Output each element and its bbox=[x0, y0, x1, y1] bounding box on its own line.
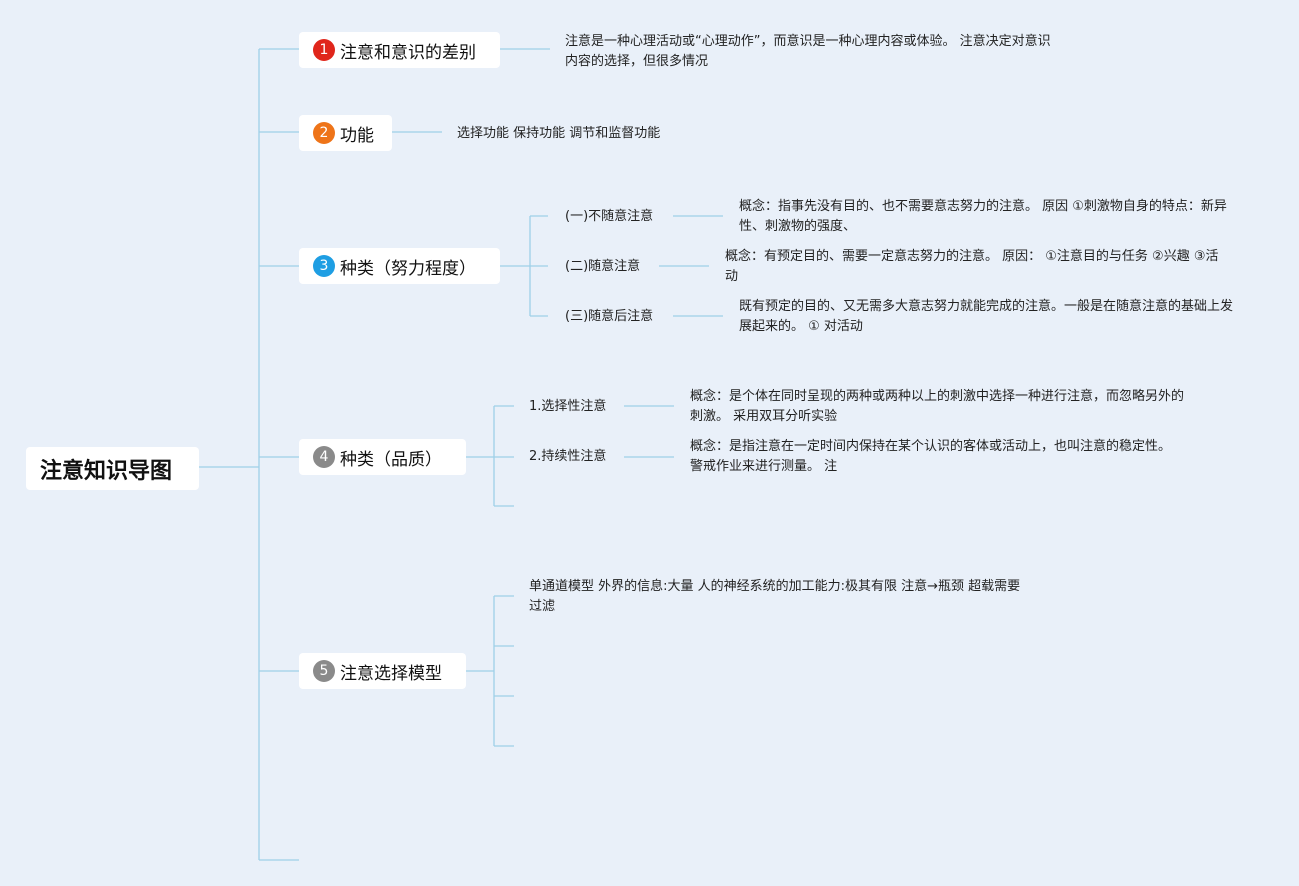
branch-label-5: 注意选择模型 bbox=[340, 663, 442, 684]
branch-4-child-2-description[interactable]: 概念：是指注意在一定时间内保持在某个认识的客体或活动上，也叫注意的稳定性。 警戒… bbox=[690, 439, 1172, 474]
root-title: 注意知识导图 bbox=[40, 458, 173, 484]
branch-3-child-3-description[interactable]: 既有预定的目的、又无需多大意志努力就能完成的注意。一般是在随意注意的基础上发展起… bbox=[739, 299, 1234, 334]
branch-4-child-1-description[interactable]: 概念：是个体在同时呈现的两种或两种以上的刺激中选择一种进行注意，而忽略另外的刺激… bbox=[690, 389, 1185, 424]
branch-3-child-3-label[interactable]: (三)随意后注意 bbox=[565, 309, 654, 324]
branch-label-4: 种类（品质） bbox=[340, 449, 442, 470]
number-badge-5: 5 bbox=[313, 660, 335, 682]
branch-3-child-1-description[interactable]: 概念：指事先没有目的、也不需要意志努力的注意。 原因 ①刺激物自身的特点：新异性… bbox=[739, 199, 1227, 234]
branch-1-description[interactable]: 注意是一种心理活动或“心理动作”，而意识是一种心理内容或体验。 注意决定对意识内… bbox=[565, 34, 1051, 69]
branch-4-child-2-label[interactable]: 2.持续性注意 bbox=[529, 449, 607, 464]
branch-5-description[interactable]: 单通道模型 外界的信息:大量 人的神经系统的加工能力:极其有限 注意→瓶颈 超载… bbox=[529, 579, 1021, 614]
number-badge-3: 3 bbox=[313, 255, 335, 277]
branch-3-child-2-label[interactable]: (二)随意注意 bbox=[565, 259, 641, 274]
number-badge-2: 2 bbox=[313, 122, 335, 144]
branch-node-5[interactable]: 5 注意选择模型 bbox=[299, 653, 466, 689]
branch-4-child-1-label[interactable]: 1.选择性注意 bbox=[529, 399, 607, 414]
branch-node-4[interactable]: 4 种类（品质） bbox=[299, 439, 466, 475]
branch-2-description[interactable]: 选择功能 保持功能 调节和监督功能 bbox=[457, 126, 661, 141]
branch-label-2: 功能 bbox=[340, 125, 374, 146]
branch-node-1[interactable]: 1 注意和意识的差别 bbox=[299, 32, 500, 68]
branch-3-child-1-label[interactable]: (一)不随意注意 bbox=[565, 209, 654, 224]
branch-node-3[interactable]: 3 种类（努力程度） bbox=[299, 248, 500, 284]
branch-label-1: 注意和意识的差别 bbox=[340, 42, 476, 63]
number-badge-1: 1 bbox=[313, 39, 335, 61]
number-badge-4: 4 bbox=[313, 446, 335, 468]
branch-node-2[interactable]: 2 功能 bbox=[299, 115, 392, 151]
root-node[interactable]: 注意知识导图 bbox=[26, 447, 199, 490]
branch-3-child-2-description[interactable]: 概念：有预定目的、需要一定意志努力的注意。 原因： ①注意目的与任务 ②兴趣 ③… bbox=[725, 249, 1219, 284]
branch-label-3: 种类（努力程度） bbox=[340, 258, 476, 279]
